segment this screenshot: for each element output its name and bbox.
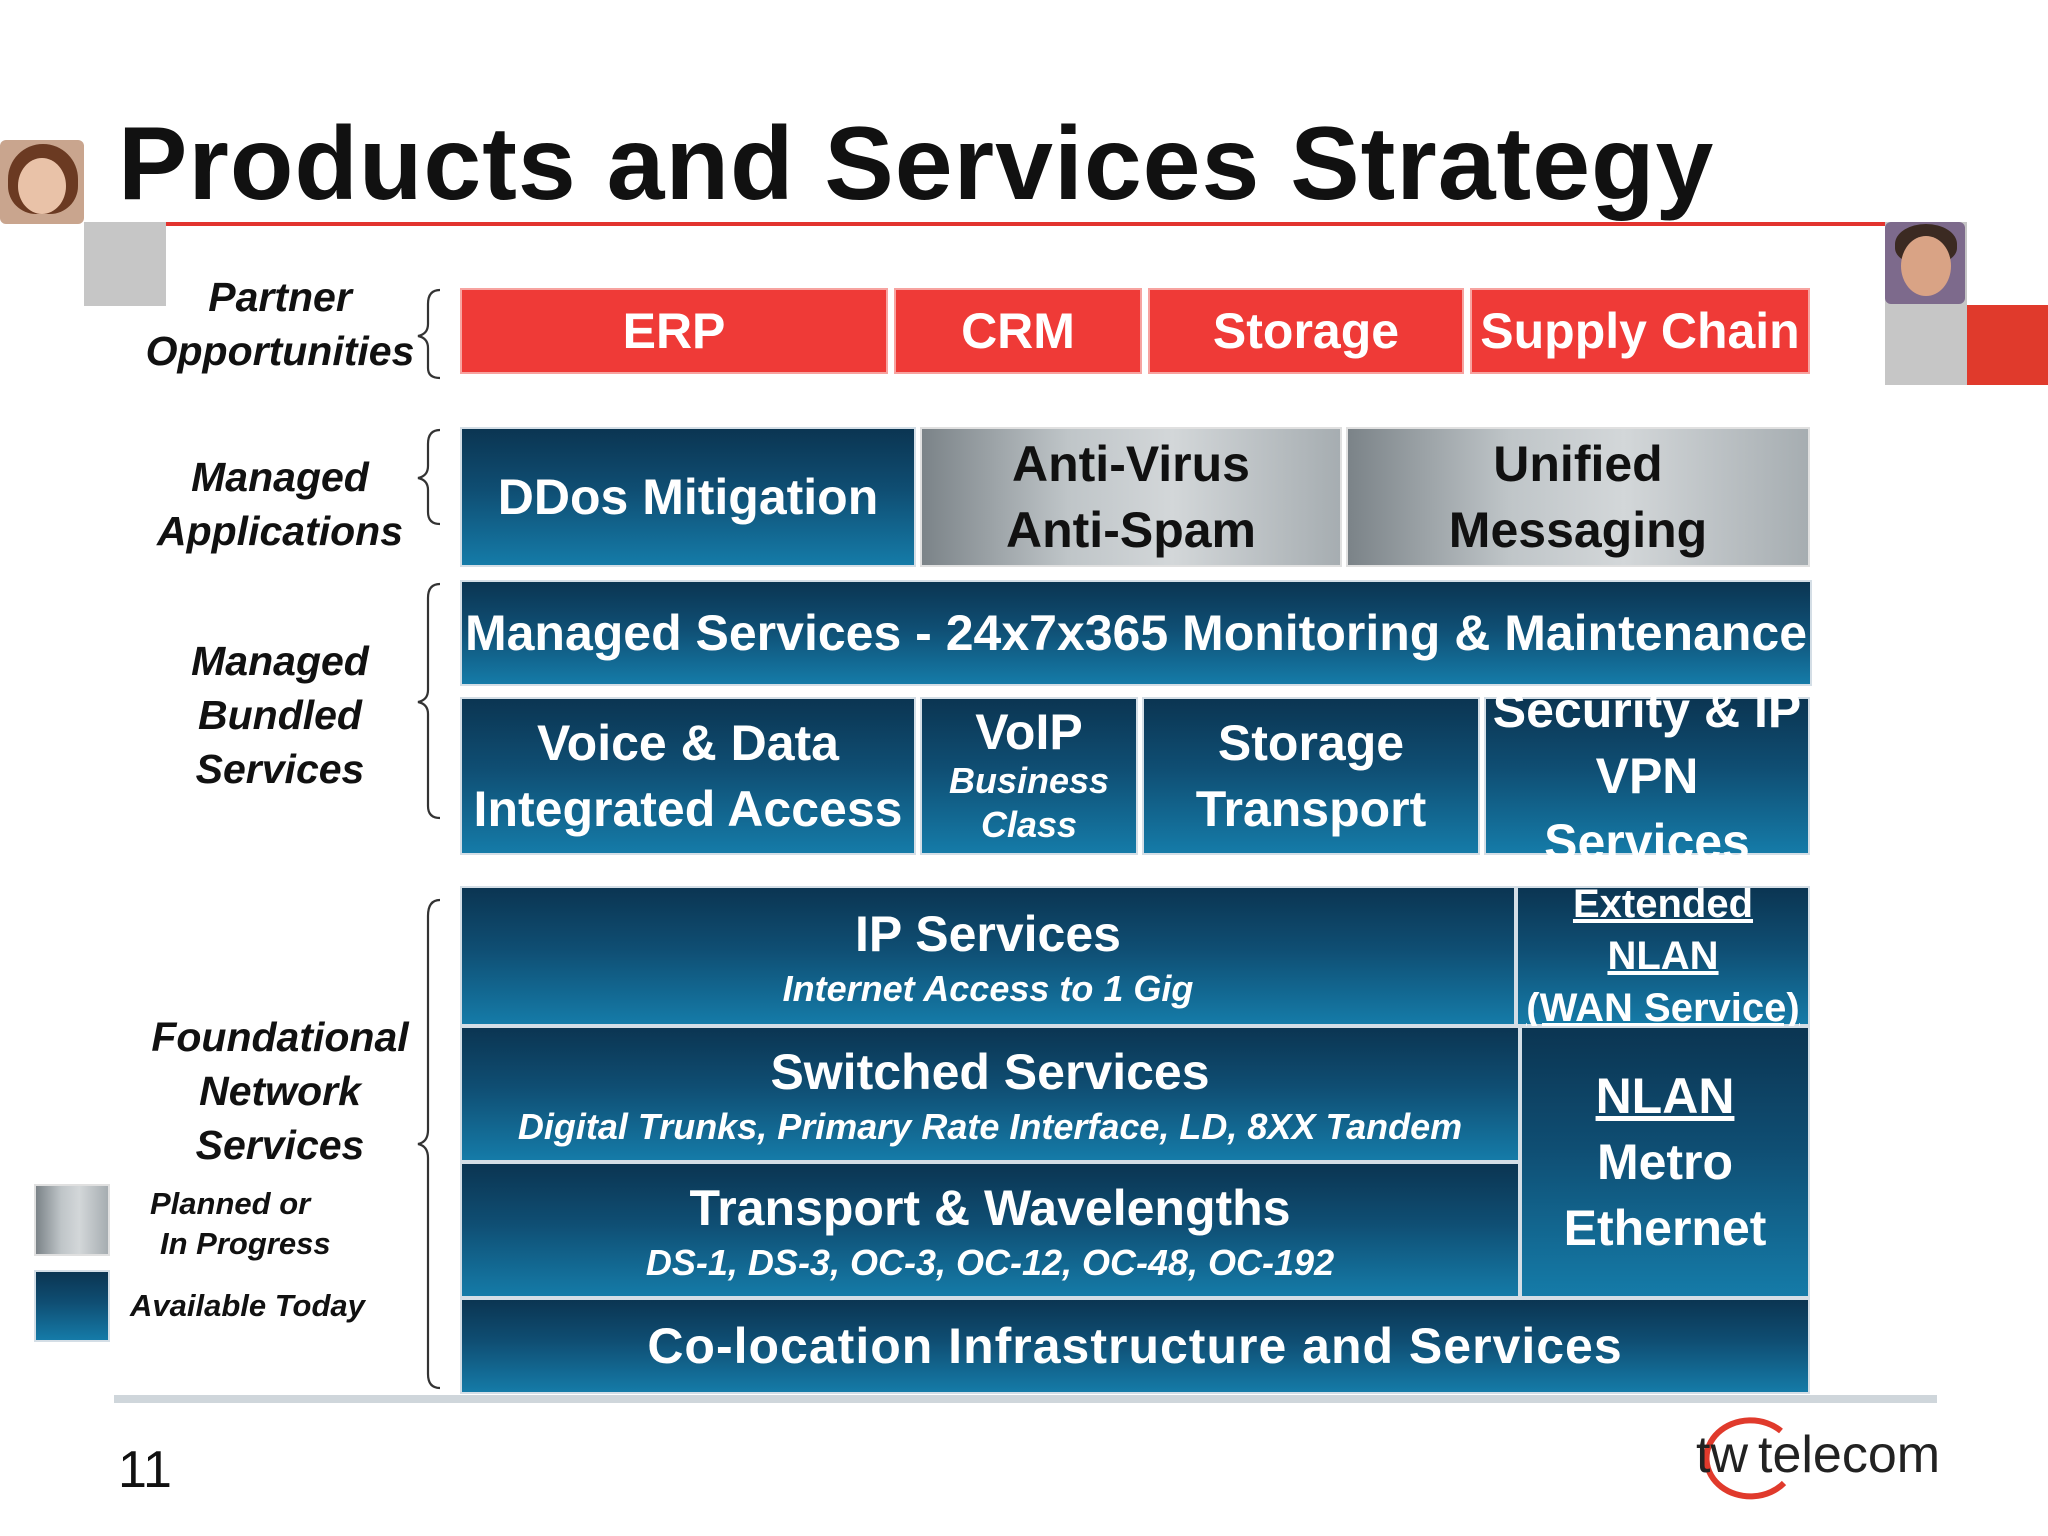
partner-box-erp: ERP [460, 288, 888, 374]
legend-label-available: Available Today [130, 1288, 365, 1323]
bundled-security-ip-vpn: Security & IP VPN Services [1484, 682, 1810, 870]
foundational-nlan-metro-ethernet: NLAN Metro Ethernet [1520, 1026, 1810, 1298]
category-partner-opportunities: Partner Opportunities [145, 274, 415, 374]
foundational-extended-nlan: Extended NLAN (WAN Service) [1516, 882, 1810, 1030]
logo-swoosh-icon [1703, 1417, 1787, 1500]
partner-box-supply-chain: Supply Chain [1470, 288, 1810, 374]
managed-services-bar: Managed Services - 24x7x365 Monitoring &… [460, 580, 1812, 686]
foundational-colocation: Co-location Infrastructure and Services [460, 1298, 1810, 1394]
page-title: Products and Services Strategy [118, 106, 1715, 222]
bundled-voip-business-class: VoIP Business Class [920, 697, 1138, 855]
corner-block-left [84, 222, 166, 306]
page-number: 11 [118, 1441, 172, 1499]
corner-block-red [1967, 305, 2048, 385]
presenter-photo-right [1885, 222, 1965, 304]
foundational-transport-wavelengths: Transport & Wavelengths DS-1, DS-3, OC-3… [460, 1162, 1520, 1298]
category-managed-applications: Managed Applications [156, 454, 404, 554]
legend-label-planned: Planned or In Progress [150, 1186, 331, 1261]
legend-swatch-planned [34, 1184, 110, 1256]
managed-app-ddos-mitigation: DDos Mitigation [460, 427, 916, 567]
partner-box-crm: CRM [894, 288, 1142, 374]
footer-rule [114, 1395, 1937, 1403]
title-rule [166, 222, 1888, 226]
legend-swatch-available [34, 1270, 110, 1342]
foundational-switched-services: Switched Services Digital Trunks, Primar… [460, 1026, 1520, 1162]
managed-app-unified-messaging: Unified Messaging [1346, 427, 1810, 567]
presenter-photo-left [0, 140, 84, 224]
category-braces [417, 288, 441, 1390]
foundational-ip-services: IP Services Internet Access to 1 Gig [460, 886, 1516, 1026]
category-foundational-network-services: Foundational Network Services [151, 1014, 409, 1168]
partner-box-storage: Storage [1148, 288, 1464, 374]
category-managed-bundled-services: Managed Bundled Services [191, 638, 369, 792]
bundled-storage-transport: Storage Transport [1142, 697, 1480, 855]
bundled-voice-data-integrated-access: Voice & Data Integrated Access [460, 697, 916, 855]
managed-app-antivirus-antispam: Anti-Virus Anti-Spam [920, 427, 1342, 567]
